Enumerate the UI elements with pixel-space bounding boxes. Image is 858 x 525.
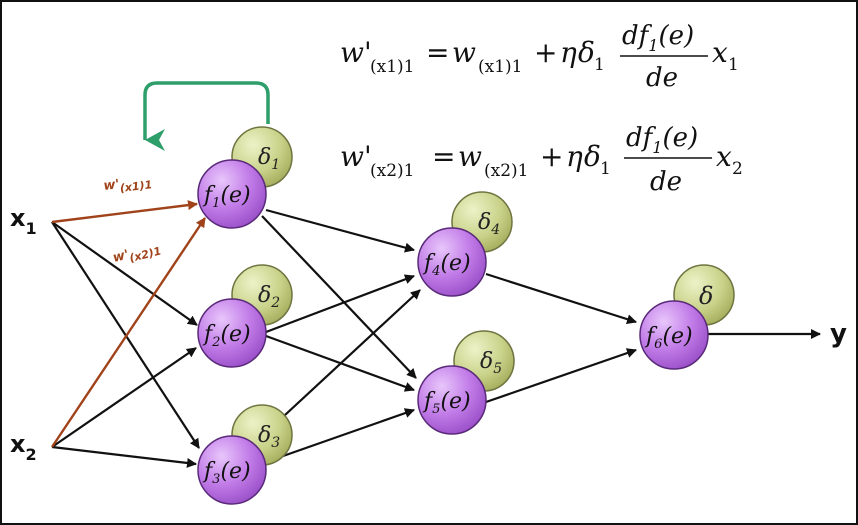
edge-x1-f1-weighted bbox=[51, 200, 198, 224]
eq1-equals: = bbox=[426, 36, 449, 69]
delta-label-3: δ3 bbox=[258, 423, 280, 451]
edge-f1-f4 bbox=[265, 208, 415, 253]
eq2-delta-sub: 1 bbox=[600, 159, 611, 179]
eq1-lhs: w' bbox=[340, 36, 372, 69]
edge-f2-f4 bbox=[265, 274, 415, 334]
neuron-f4: δ4 f4(e) bbox=[417, 191, 513, 297]
delta-label-5: δ5 bbox=[480, 349, 502, 377]
feedback-arrow bbox=[143, 81, 270, 151]
eq1-w: w bbox=[452, 36, 476, 69]
eq1-delta-sub: 1 bbox=[594, 55, 605, 75]
eq2-lhs: w' bbox=[340, 140, 372, 173]
eq1-lhs-sub: (x1)1 bbox=[370, 57, 414, 77]
delta-label-1: δ1 bbox=[258, 145, 280, 173]
edge-f3-f5 bbox=[265, 408, 415, 464]
eq2-denominator: de bbox=[650, 167, 682, 197]
eq2-numerator: df1(e) bbox=[626, 123, 698, 157]
neuron-f3: δ3 f3(e) bbox=[197, 404, 293, 505]
eq1-denominator: de bbox=[646, 63, 678, 93]
equation-2: w' (x2)1 = w (x2)1 + η δ 1 df1(e) de x 2 bbox=[340, 123, 743, 197]
neuron-node-2 bbox=[197, 298, 267, 368]
eq1-numerator: df1(e) bbox=[622, 21, 694, 55]
neuron-label-4: f4(e) bbox=[422, 251, 471, 279]
output-y-label: y bbox=[830, 319, 847, 349]
eq2-equals: = bbox=[432, 140, 455, 173]
delta-label-4: δ4 bbox=[478, 210, 500, 238]
edge-x2-f2 bbox=[51, 347, 197, 448]
eq1-x-sub: 1 bbox=[728, 55, 739, 75]
neuron-node-1 bbox=[197, 159, 267, 229]
neuron-label-5: f5(e) bbox=[422, 389, 471, 417]
eq1-plus: + bbox=[534, 36, 557, 69]
neuron-f6: δ f6(e) bbox=[639, 264, 735, 370]
eq1-delta: δ bbox=[578, 36, 595, 69]
neuron-node-5 bbox=[417, 365, 487, 435]
neuron-label-6: f6(e) bbox=[644, 324, 693, 352]
weight-label-x1: w'(x1)1 bbox=[103, 173, 153, 197]
eq2-plus: + bbox=[540, 140, 563, 173]
eq2-w-sub: (x2)1 bbox=[484, 161, 528, 181]
edge-f1-f5 bbox=[261, 215, 417, 379]
edge-f5-f6 bbox=[485, 348, 637, 404]
neuron-f1: δ1 f1(e) bbox=[197, 126, 293, 229]
neuron-label-1: f1(e) bbox=[202, 183, 251, 211]
delta-label-2: δ2 bbox=[258, 283, 280, 311]
eq2-w: w bbox=[458, 140, 482, 173]
neuron-label-2: f2(e) bbox=[202, 322, 251, 350]
edge-x1-f2 bbox=[51, 221, 198, 326]
edge-x2-f3 bbox=[51, 445, 197, 468]
input-x1-label: x1 bbox=[10, 204, 37, 238]
eq2-x: x bbox=[716, 140, 732, 173]
neuron-f2: δ2 f2(e) bbox=[197, 264, 293, 368]
eq1-x: x bbox=[712, 36, 728, 69]
neuron-node-3 bbox=[197, 435, 267, 505]
eq2-lhs-sub: (x2)1 bbox=[370, 161, 414, 181]
neuron-label-3: f3(e) bbox=[202, 459, 251, 487]
neuron-f5: δ5 f5(e) bbox=[417, 330, 515, 435]
weight-label-x2: w'(x2)1 bbox=[111, 240, 162, 269]
eq2-delta: δ bbox=[584, 140, 601, 173]
input-x2-label: x2 bbox=[10, 430, 37, 464]
delta-label-6: δ bbox=[699, 282, 713, 310]
eq2-eta: η bbox=[566, 140, 583, 173]
eq1-w-sub: (x1)1 bbox=[478, 57, 522, 77]
weight-edges-layer bbox=[51, 200, 206, 448]
neuron-node-6 bbox=[639, 300, 709, 370]
neuron-node-4 bbox=[417, 227, 487, 297]
equation-1: w' (x1)1 = w (x1)1 + η δ 1 df1(e) de x 1 bbox=[340, 21, 739, 93]
edge-x2-f1-weighted bbox=[51, 217, 206, 448]
edge-f4-f6 bbox=[485, 272, 637, 325]
eq2-x-sub: 2 bbox=[732, 159, 743, 179]
eq1-eta: η bbox=[560, 36, 577, 69]
